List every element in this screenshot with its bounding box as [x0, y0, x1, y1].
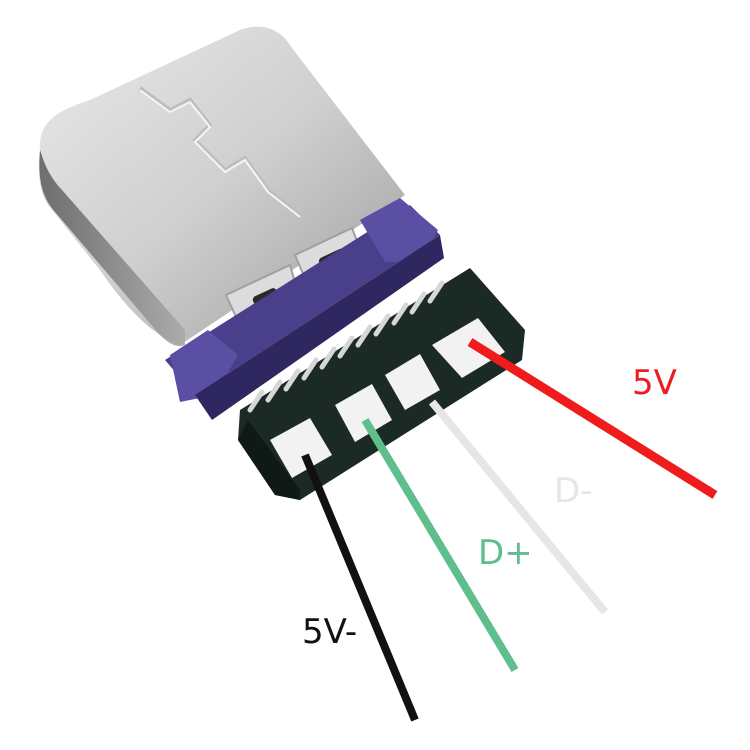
label-d-minus: D-: [554, 471, 593, 511]
contact-pins: [247, 280, 445, 413]
label-5v: 5V: [632, 363, 677, 403]
label-5v-minus: 5V-: [302, 612, 358, 652]
wire-5v-minus: [301, 453, 419, 722]
label-d-plus: D+: [478, 533, 533, 573]
wire-5v: [467, 338, 718, 499]
wire-d-minus: [428, 399, 609, 615]
purple-bracket: [165, 198, 444, 420]
wire-d-plus: [361, 417, 519, 673]
solder-pads: [270, 318, 505, 478]
wires: [301, 338, 718, 722]
metal-shell: [38, 26, 405, 347]
